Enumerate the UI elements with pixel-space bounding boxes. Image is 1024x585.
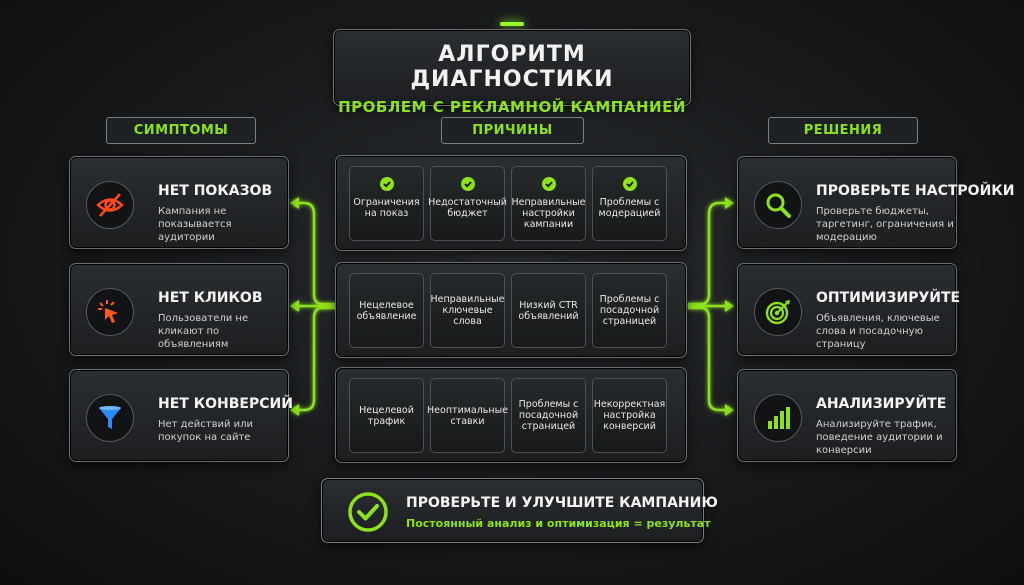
symptom-title: НЕТ КОНВЕРСИЙ (158, 396, 293, 412)
causes-group-clicks: Нецелевое объявление Неправильные ключев… (335, 262, 687, 358)
arrowhead-left-bottom (290, 404, 299, 416)
page-title: АЛГОРИТМ ДИАГНОСТИКИ (410, 42, 614, 92)
cause-label: Нецелевой трафик (359, 404, 414, 427)
cause-label: Низкий CTR объявлений (518, 299, 579, 322)
solution-card-check-settings: ПРОВЕРЬТЕ НАСТРОЙКИ Проверьте бюджеты, т… (737, 156, 1014, 249)
solution-card-analyze: АНАЛИЗИРУЙТЕ Анализируйте трафик, поведе… (737, 369, 957, 462)
connector-right-bottom (688, 306, 727, 412)
solution-desc: Проверьте бюджеты, таргетинг, ограничени… (816, 206, 954, 243)
cause-cell: Нецелевое объявление (349, 273, 424, 348)
cause-cell: Проблемы с посадочной страницей (592, 273, 667, 348)
cause-cell: Ограничения на показ (349, 166, 424, 241)
cause-label: Неправильные ключевые слова (430, 294, 505, 327)
connector-left-bottom (296, 306, 335, 412)
solution-desc: Объявления, ключевые слова и посадочную … (816, 313, 940, 350)
arrowhead-right-middle (725, 300, 734, 312)
solution-title: ПРОВЕРЬТЕ НАСТРОЙКИ (816, 183, 1015, 199)
symptom-desc: Пользователи не кликают по объявлениям (158, 313, 249, 350)
solution-title: ОПТИМИЗИРУЙТЕ (816, 290, 961, 306)
check-icon (379, 177, 394, 191)
causes-group-impressions: Ограничения на показ Недостаточный бюдже… (335, 155, 687, 251)
symptom-card-no-impressions: НЕТ ПОКАЗОВ Кампания не показывается ауд… (69, 156, 289, 249)
symptom-title: НЕТ КЛИКОВ (158, 290, 263, 306)
cause-label: Нецелевое объявление (356, 299, 417, 322)
connector-left-top (296, 201, 335, 306)
arrowhead-right-bottom (725, 404, 734, 416)
cause-cell: Недостаточный бюджет (428, 166, 507, 241)
cause-cell: Неоптимальные ставки (427, 378, 508, 453)
arrowhead-left-top (290, 197, 299, 209)
column-header-symptoms: СИМПТОМЫ (106, 117, 256, 144)
solution-card-optimize: ОПТИМИЗИРУЙТЕ Объявления, ключевые слова… (737, 263, 961, 356)
cause-cell: Низкий CTR объявлений (511, 273, 586, 348)
page-subtitle: ПРОБЛЕМ С РЕКЛАМНОЙ КАМПАНИЕЙ (338, 98, 686, 116)
cause-cell: Проблемы с посадочной страницей (511, 378, 586, 453)
conclusion-subtitle: Постоянный анализ и оптимизация = резуль… (406, 517, 711, 530)
bar-chart-icon (754, 394, 802, 442)
check-icon (541, 177, 556, 191)
cause-label: Неоптимальные ставки (427, 404, 508, 427)
symptom-card-no-clicks: НЕТ КЛИКОВ Пользователи не кликают по об… (69, 263, 289, 356)
search-icon (754, 181, 802, 229)
arrowhead-right-top (725, 197, 734, 209)
cause-label: Ограничения на показ (353, 197, 420, 219)
cursor-click-icon (86, 288, 134, 336)
title-box: АЛГОРИТМ ДИАГНОСТИКИ ПРОБЛЕМ С РЕКЛАМНОЙ… (333, 29, 691, 116)
cause-cell: Некорректная настройка конверсий (592, 378, 667, 453)
check-icon (460, 177, 475, 191)
arrowhead-left-middle (290, 300, 299, 312)
eye-off-icon (86, 181, 134, 229)
cause-cell: Нецелевой трафик (349, 378, 424, 453)
column-header-causes: ПРИЧИНЫ (441, 117, 584, 144)
solution-desc: Анализируйте трафик, поведение аудитории… (816, 419, 943, 456)
symptom-card-no-conversions: НЕТ КОНВЕРСИЙ Нет действий или покупок н… (69, 369, 293, 462)
check-circle-icon (347, 491, 389, 537)
symptom-desc: Нет действий или покупок на сайте (158, 419, 254, 443)
cause-label: Проблемы с посадочной страницей (518, 399, 579, 432)
cause-label: Некорректная настройка конверсий (593, 399, 666, 432)
cause-cell: Неправильные настройки кампании (511, 166, 586, 241)
cause-cell: Проблемы с модерацией (592, 166, 667, 241)
column-header-solutions: РЕШЕНИЯ (768, 117, 918, 144)
check-icon (622, 177, 637, 191)
top-glow-accent (500, 22, 524, 26)
conclusion-box: ПРОВЕРЬТЕ И УЛУЧШИТЕ КАМПАНИЮ Постоянный… (321, 478, 718, 543)
symptom-title: НЕТ ПОКАЗОВ (158, 183, 273, 199)
cause-cell: Неправильные ключевые слова (430, 273, 505, 348)
cause-label: Недостаточный бюджет (428, 197, 507, 219)
conclusion-title: ПРОВЕРЬТЕ И УЛУЧШИТЕ КАМПАНИЮ (406, 495, 718, 511)
target-icon (754, 288, 802, 336)
cause-label: Неправильные настройки кампании (511, 197, 586, 230)
solution-title: АНАЛИЗИРУЙТЕ (816, 396, 947, 412)
funnel-icon (86, 394, 134, 442)
symptom-desc: Кампания не показывается аудитории (158, 206, 232, 243)
connector-right-top (688, 201, 727, 306)
causes-group-conversions: Нецелевой трафик Неоптимальные ставки Пр… (335, 367, 687, 463)
cause-label: Проблемы с посадочной страницей (599, 294, 660, 327)
cause-label: Проблемы с модерацией (598, 197, 661, 219)
